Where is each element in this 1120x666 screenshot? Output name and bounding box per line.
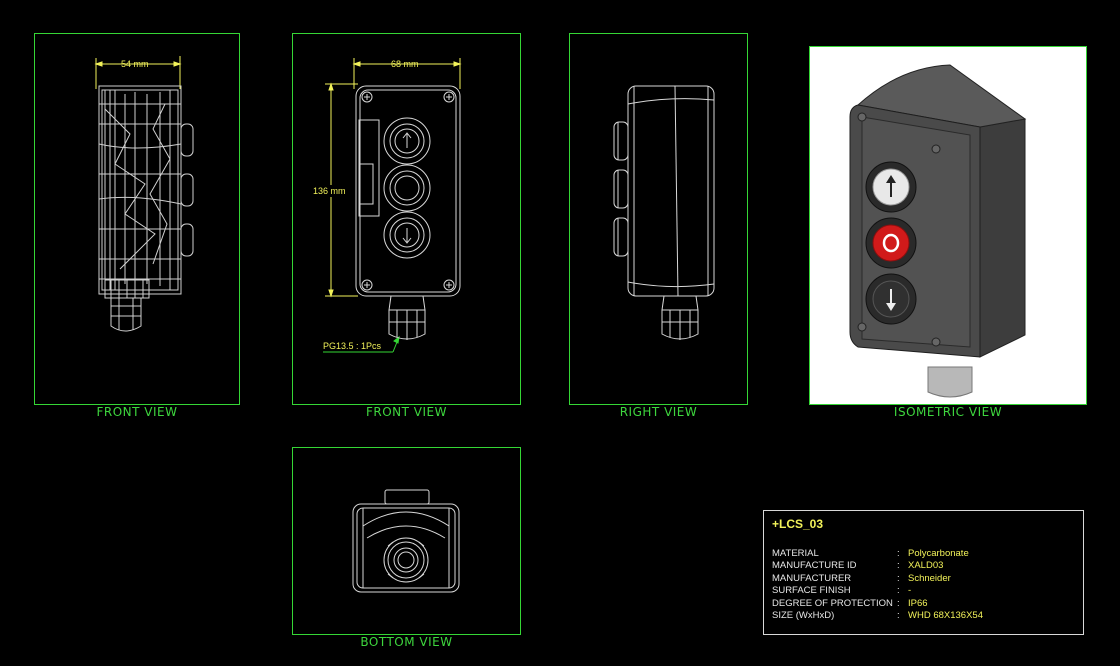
right-view-caption: RIGHT VIEW bbox=[619, 405, 698, 419]
info-key: MANUFACTURER bbox=[772, 573, 852, 584]
info-sep: : bbox=[897, 560, 900, 571]
isometric-drawing bbox=[849, 64, 1027, 398]
bottom-view-caption: BOTTOM VIEW bbox=[360, 635, 453, 649]
isometric-view-frame bbox=[809, 46, 1087, 405]
info-sep: : bbox=[897, 573, 900, 584]
right-view-drawing bbox=[613, 85, 715, 340]
gland-note-label: PG13.5 : 1Pcs bbox=[323, 341, 382, 351]
component-tag: +LCS_03 bbox=[772, 517, 824, 531]
bottom-view-drawing bbox=[352, 489, 460, 593]
front-view-left-frame: 54 mm bbox=[34, 33, 240, 405]
component-info-box: +LCS_03 MATERIAL : Polycarbonate MANUFAC… bbox=[763, 510, 1084, 635]
right-view-frame bbox=[569, 33, 748, 405]
front-view-left-caption: FRONT VIEW bbox=[96, 405, 178, 419]
bottom-view-frame bbox=[292, 447, 521, 635]
info-key: MANUFACTURE ID bbox=[772, 560, 857, 571]
info-value: XALD03 bbox=[908, 560, 944, 571]
front-height-label: 136 mm bbox=[313, 185, 346, 197]
info-key: SURFACE FINISH bbox=[772, 585, 851, 596]
info-sep: : bbox=[897, 585, 900, 596]
info-value: Schneider bbox=[908, 573, 951, 584]
info-key: SIZE (WxHxD) bbox=[772, 610, 835, 621]
front-left-width-label: 54 mm bbox=[121, 59, 149, 69]
front-width-label: 68 mm bbox=[391, 59, 419, 69]
isometric-view-caption: ISOMETRIC VIEW bbox=[893, 405, 1003, 419]
info-sep: : bbox=[897, 548, 900, 559]
info-key: DEGREE OF PROTECTION bbox=[772, 598, 893, 609]
info-value: WHD 68X136X54 bbox=[908, 610, 983, 621]
info-value: - bbox=[908, 585, 912, 596]
info-value: IP66 bbox=[908, 598, 928, 609]
front-view-center-caption: FRONT VIEW bbox=[365, 405, 447, 419]
info-sep: : bbox=[897, 598, 900, 609]
info-value: Polycarbonate bbox=[908, 548, 969, 559]
front-view-left-drawing bbox=[94, 56, 194, 332]
front-view-center-frame: 68 mm 136 mm PG13.5 : 1Pcs bbox=[292, 33, 521, 405]
info-key: MATERIAL bbox=[772, 548, 819, 559]
info-sep: : bbox=[897, 610, 900, 621]
